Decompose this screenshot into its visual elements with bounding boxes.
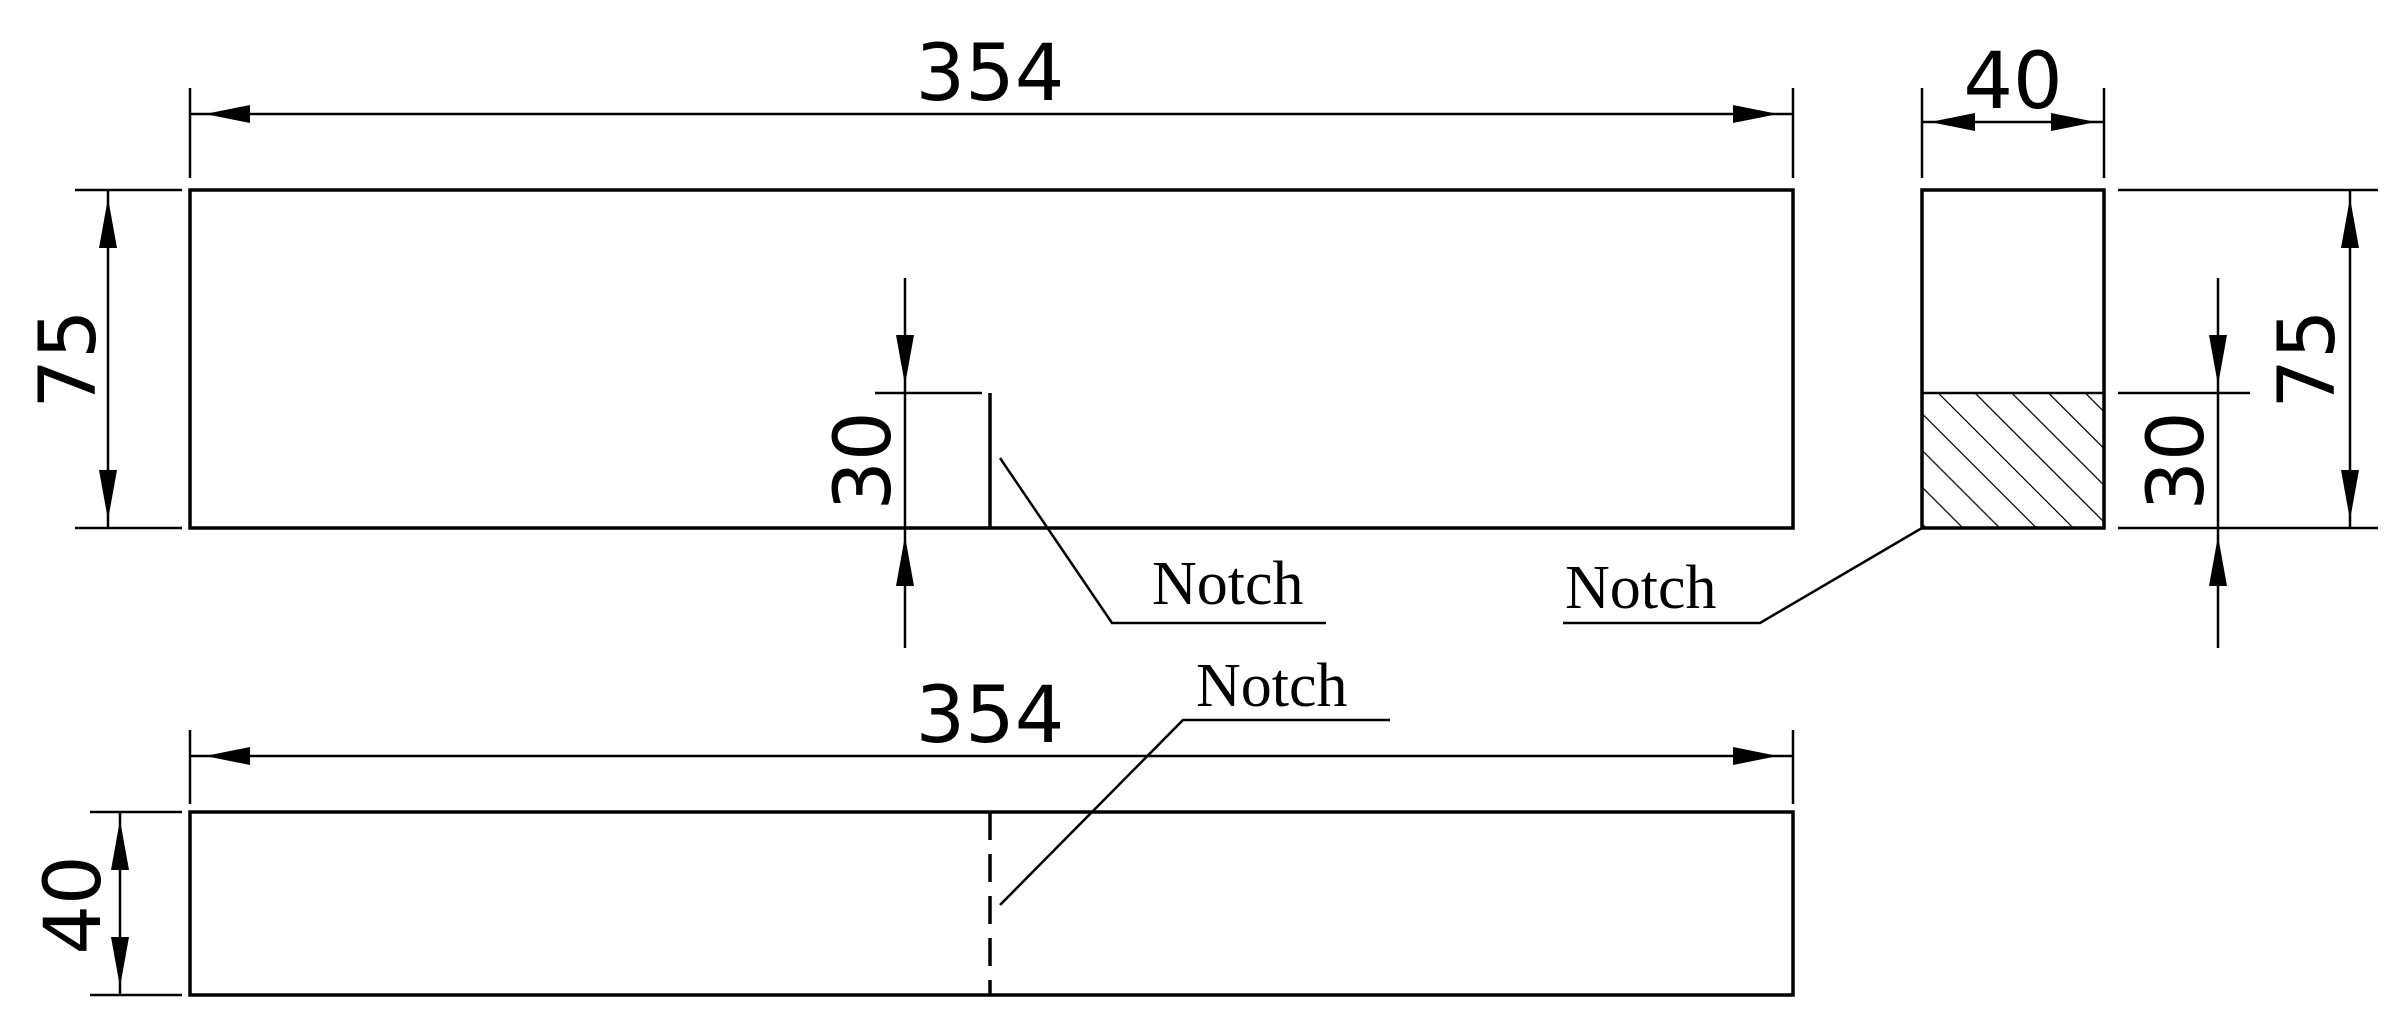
- arrowhead-up: [896, 536, 914, 586]
- arrowhead-right: [1733, 105, 1778, 123]
- top-view: 354 40 Notch: [29, 652, 1795, 997]
- front-view: 354 75 30 Notch: [24, 29, 1795, 648]
- top-notch-leader: Notch: [999, 652, 1390, 906]
- front-notch-leader: Notch: [998, 457, 1326, 625]
- top-width-dimension: 40: [29, 810, 182, 997]
- side-notch-hatch: [1922, 393, 2104, 528]
- arrowhead-up: [111, 820, 129, 870]
- arrowhead-down: [2209, 335, 2227, 385]
- arrowhead-up: [2341, 198, 2359, 248]
- arrowhead-left: [205, 105, 250, 123]
- arrowhead-down: [2341, 470, 2359, 520]
- top-length-label: 354: [916, 671, 1065, 761]
- top-length-dimension: 354: [188, 671, 1795, 804]
- side-notch-label: Notch: [1565, 554, 1717, 622]
- arrowhead-left: [1930, 113, 1975, 131]
- side-height-dimension: 75: [2118, 188, 2378, 530]
- side-width-label: 40: [1963, 37, 2062, 127]
- front-notch-depth-dimension: 30: [819, 278, 982, 648]
- arrowhead-down: [111, 937, 129, 987]
- front-height-label: 75: [24, 309, 114, 408]
- side-notch-depth-dimension: 30: [2118, 278, 2250, 648]
- front-notch-depth-label: 30: [819, 411, 909, 510]
- front-length-dimension: 354: [188, 29, 1795, 178]
- arrowhead-up: [2209, 536, 2227, 586]
- front-height-dimension: 75: [24, 188, 182, 530]
- side-beam-outline: [1920, 188, 2106, 530]
- arrowhead-right: [2051, 113, 2096, 131]
- side-notch-leader: Notch: [1563, 526, 1923, 625]
- arrowhead-up: [99, 198, 117, 248]
- top-notch-label: Notch: [1196, 652, 1348, 720]
- arrowhead-down: [896, 335, 914, 385]
- arrowhead-down: [99, 470, 117, 520]
- side-width-dimension: 40: [1920, 37, 2106, 178]
- side-view: 40 75 30 Notch: [1563, 37, 2378, 648]
- front-notch-label: Notch: [1152, 550, 1304, 618]
- top-width-label: 40: [29, 855, 119, 954]
- arrowhead-left: [205, 747, 250, 765]
- arrowhead-right: [1733, 747, 1778, 765]
- side-height-label: 75: [2263, 309, 2353, 408]
- front-length-label: 354: [916, 29, 1065, 119]
- side-notch-depth-label: 30: [2132, 411, 2222, 510]
